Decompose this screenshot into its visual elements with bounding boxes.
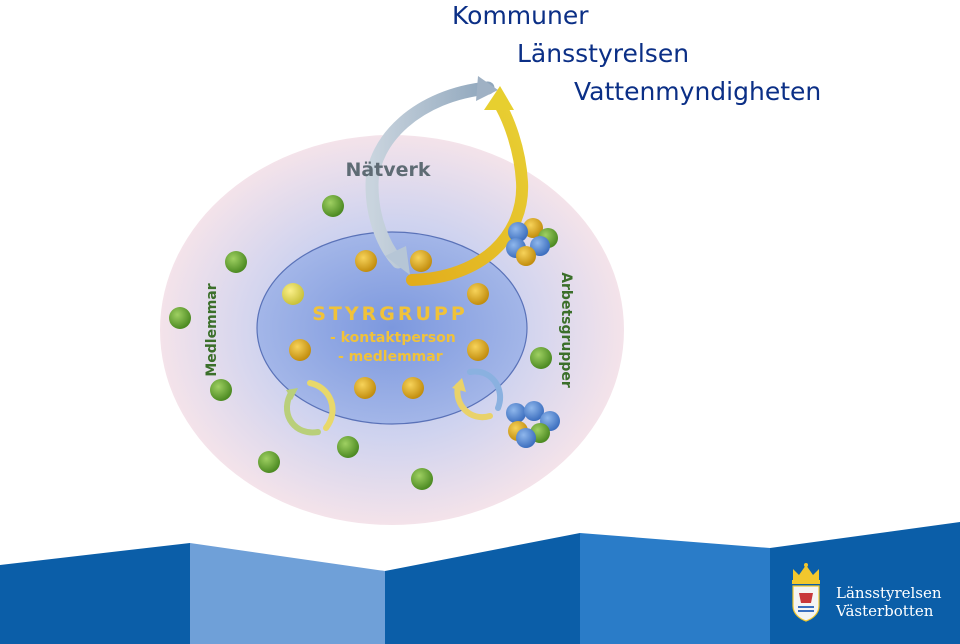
member-dots	[169, 195, 552, 490]
workgroup-cluster	[506, 401, 560, 448]
steering-dots	[282, 250, 489, 399]
steering-group-members: - medlemmar	[338, 349, 443, 365]
logo-text-line1: Länsstyrelsen	[836, 584, 942, 602]
heading-lansstyrelsen: Länsstyrelsen	[517, 39, 690, 68]
members-label: Medlemmar	[204, 283, 220, 376]
feedback-arrow-icon	[406, 86, 529, 286]
cycle-arrow-icon	[452, 368, 503, 421]
heading-kommuner: Kommuner	[452, 1, 589, 30]
network-label: Nätverk	[345, 159, 430, 181]
workgroups-label: Arbetsgrupper	[558, 272, 574, 388]
logo-text-line2: Västerbotten	[836, 602, 934, 620]
crown-crest-icon	[792, 563, 820, 622]
workgroup-cluster	[506, 218, 558, 266]
cycle-arrow-icon	[283, 380, 336, 436]
network-arrow-icon	[365, 76, 498, 275]
heading-vattenmyndigheten: Vattenmyndigheten	[574, 77, 822, 106]
steering-group-ellipse	[256, 231, 528, 425]
steering-group-title: STYRGRUPP	[312, 303, 468, 325]
steering-group-contact: - kontaktperson	[330, 330, 456, 346]
